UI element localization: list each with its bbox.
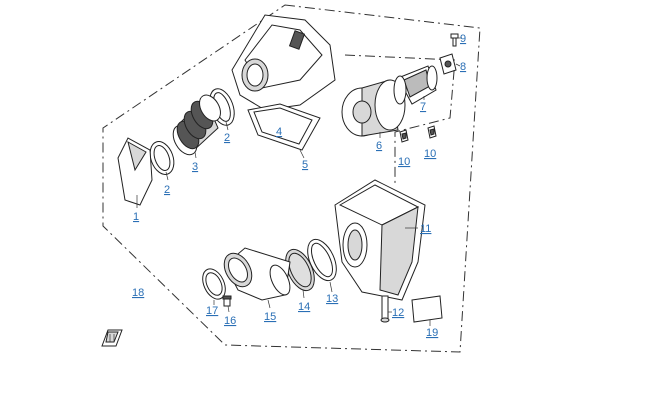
callout-19[interactable]: 19 bbox=[426, 327, 438, 339]
callout-18[interactable]: 18 bbox=[132, 287, 144, 299]
outlet-duct[interactable] bbox=[219, 247, 294, 309]
drain-tube[interactable] bbox=[380, 295, 392, 323]
retaining-clip-left[interactable] bbox=[399, 129, 409, 143]
callout-10-left[interactable]: 10 bbox=[398, 156, 410, 168]
clamp-screw[interactable] bbox=[222, 295, 232, 313]
wing-nut[interactable] bbox=[439, 53, 461, 75]
callout-8[interactable]: 8 bbox=[460, 61, 466, 73]
callout-1[interactable]: 1 bbox=[133, 211, 139, 223]
intake-snorkel[interactable] bbox=[117, 137, 153, 208]
intake-bellows[interactable] bbox=[168, 91, 224, 159]
callout-2-lower[interactable]: 2 bbox=[164, 184, 170, 196]
clamp-outlet[interactable] bbox=[302, 235, 342, 293]
filter-element[interactable] bbox=[341, 79, 406, 138]
callout-4[interactable]: 4 bbox=[276, 126, 282, 138]
callout-5[interactable]: 5 bbox=[302, 159, 308, 171]
callout-13[interactable]: 13 bbox=[326, 293, 338, 305]
cover-gasket[interactable] bbox=[247, 103, 321, 159]
small-bolt[interactable] bbox=[450, 33, 462, 47]
callout-7[interactable]: 7 bbox=[420, 101, 426, 113]
duct-clamp[interactable] bbox=[198, 265, 230, 305]
callout-11[interactable]: 11 bbox=[420, 223, 431, 235]
callout-10-right[interactable]: 10 bbox=[424, 148, 436, 160]
callout-3[interactable]: 3 bbox=[192, 161, 198, 173]
direction-arrow-icon bbox=[101, 329, 123, 347]
airbox-body[interactable] bbox=[334, 179, 426, 301]
mesh-screen[interactable] bbox=[280, 245, 320, 299]
clamp-lower[interactable] bbox=[146, 138, 178, 181]
airbox-cover[interactable] bbox=[231, 14, 336, 124]
label-plate[interactable] bbox=[411, 295, 443, 326]
callout-14[interactable]: 14 bbox=[298, 301, 310, 313]
filter-cage[interactable] bbox=[393, 65, 438, 105]
callout-12[interactable]: 12 bbox=[392, 307, 404, 319]
filter-element-subgroup-boundary bbox=[344, 54, 456, 185]
callout-6[interactable]: 6 bbox=[376, 140, 382, 152]
callout-9[interactable]: 9 bbox=[460, 33, 466, 45]
callout-16[interactable]: 16 bbox=[224, 315, 236, 327]
retaining-clip-right[interactable] bbox=[427, 125, 437, 139]
assembly-boundary bbox=[102, 4, 481, 353]
callout-2-upper[interactable]: 2 bbox=[224, 132, 230, 144]
callout-17[interactable]: 17 bbox=[206, 305, 218, 317]
callout-15[interactable]: 15 bbox=[264, 311, 276, 323]
